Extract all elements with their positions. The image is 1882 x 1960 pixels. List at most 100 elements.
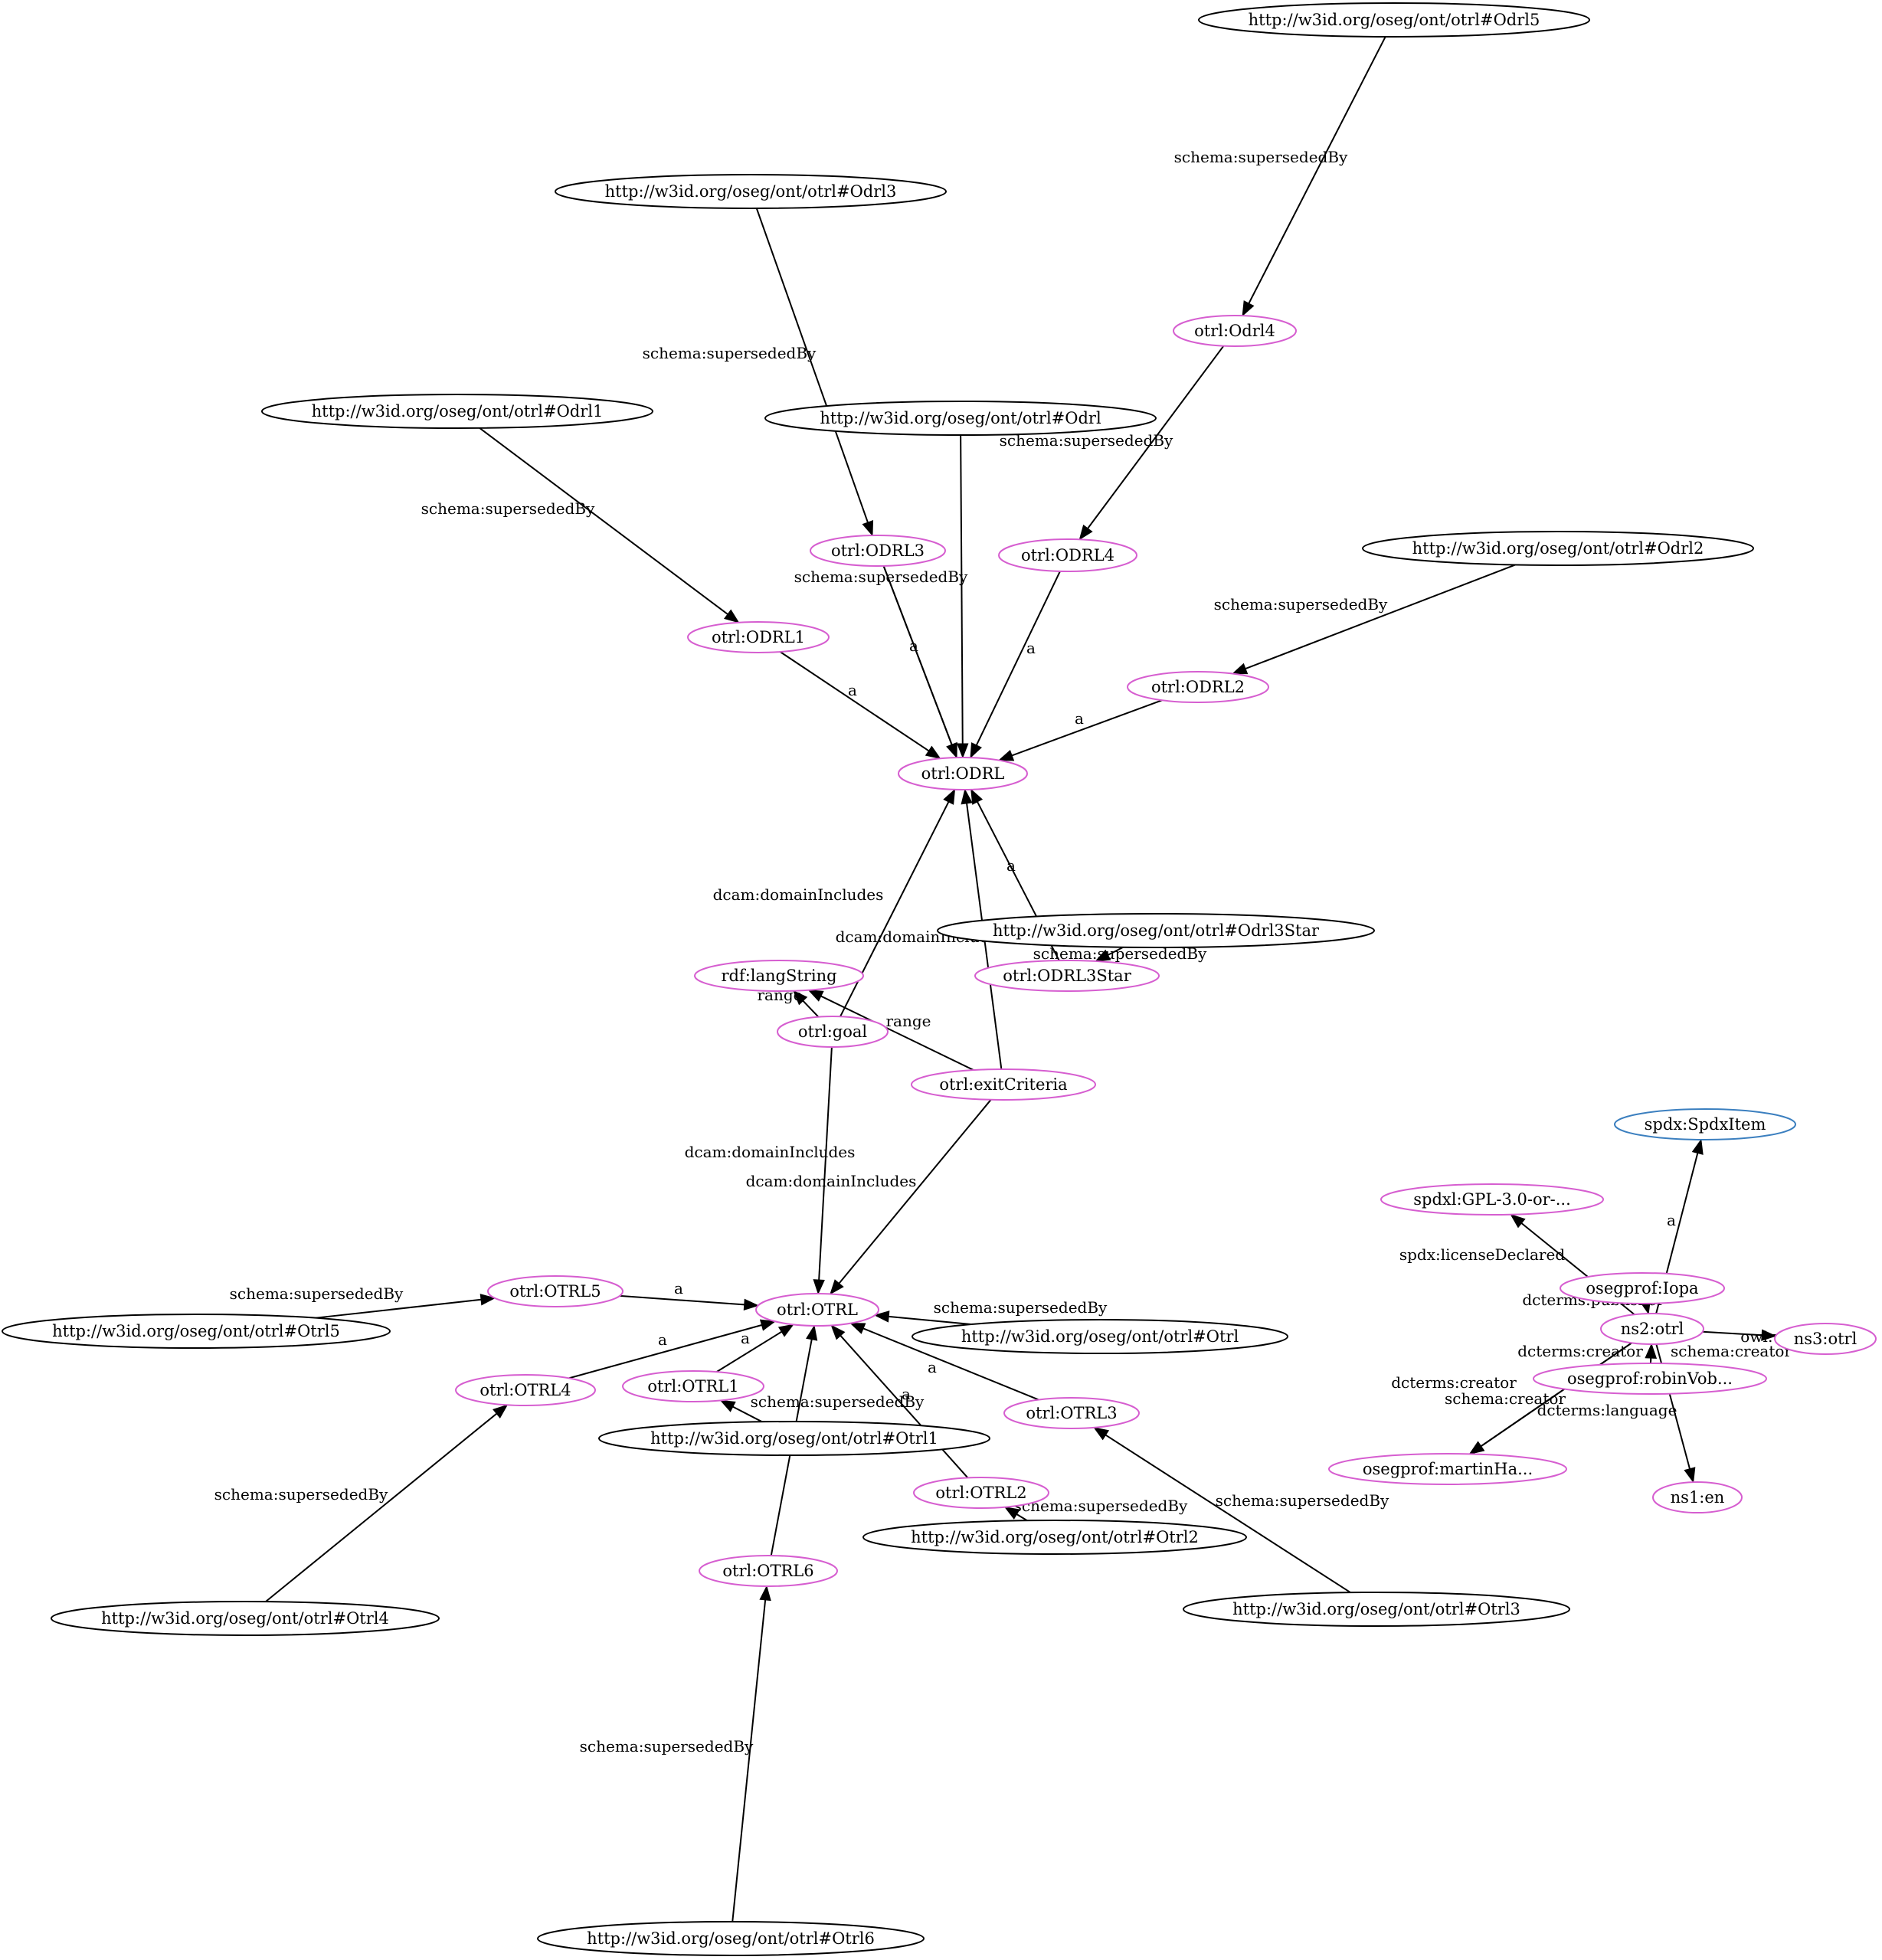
node-odrl3_uri[interactable]: http://w3id.org/oseg/ont/otrl#Odrl3 (555, 174, 947, 209)
arrowhead-icon (792, 990, 808, 1006)
edge-line (1248, 36, 1386, 304)
node-ellipse (687, 621, 830, 653)
edge-line (479, 427, 728, 615)
node-martin[interactable]: osegprof:martinHa... (1328, 1453, 1567, 1485)
node-label: http://w3id.org/oseg/ont/otrl#Otrl1 (650, 1429, 938, 1448)
edge-otrl5_uri-to-OTRL5: schema:supersededBy (230, 1284, 496, 1319)
edge-line (1011, 699, 1163, 757)
edge-ODRL1-to-ODRL: a (779, 651, 941, 760)
node-en[interactable]: ns1:en (1652, 1481, 1743, 1513)
node-otrl5_uri[interactable]: http://w3id.org/oseg/ont/otrl#Otrl5 (2, 1314, 391, 1349)
node-label: otrl:OTRL3 (1026, 1404, 1117, 1422)
node-label: osegprof:robinVob... (1567, 1369, 1733, 1388)
node-ODRL[interactable]: otrl:ODRL (898, 757, 1028, 790)
node-label: osegprof:martinHa... (1363, 1460, 1533, 1478)
node-ellipse (1328, 1453, 1567, 1485)
node-otrl_uri[interactable]: http://w3id.org/oseg/ont/otrl#Otrl (912, 1319, 1288, 1354)
node-otrl4_uri[interactable]: http://w3id.org/oseg/ont/otrl#Otrl4 (51, 1601, 440, 1636)
edge-line (779, 651, 930, 752)
node-ellipse (1127, 671, 1269, 703)
node-label: otrl:OTRL6 (722, 1562, 813, 1580)
node-ODRL3[interactable]: otrl:ODRL3 (810, 535, 946, 567)
node-ellipse (455, 1374, 596, 1406)
edge-OTRL2-to-OTRL: a (830, 1324, 969, 1479)
node-OTRL2[interactable]: otrl:OTRL2 (913, 1477, 1049, 1509)
node-OTRL6[interactable]: otrl:OTRL6 (699, 1555, 838, 1587)
node-label: osegprof:Iopa (1586, 1279, 1698, 1297)
node-ellipse (912, 1319, 1288, 1354)
node-OTRL[interactable]: otrl:OTRL (755, 1293, 879, 1327)
arrowhead-icon (723, 609, 740, 623)
edge-label: a (741, 1329, 750, 1347)
node-robin[interactable]: osegprof:robinVob... (1533, 1363, 1767, 1395)
node-odrl_uri[interactable]: http://w3id.org/oseg/ont/otrl#Odrl (764, 401, 1157, 436)
edge-odrl3_uri-to-ODRL3: schema:supersededBy (643, 208, 874, 537)
node-otrl2_uri[interactable]: http://w3id.org/oseg/ont/otrl#Otrl2 (862, 1520, 1247, 1555)
node-iopa[interactable]: osegprof:Iopa (1560, 1272, 1725, 1304)
edge-label: a (902, 1385, 911, 1403)
node-otrl1_uri[interactable]: http://w3id.org/oseg/ont/otrl#Otrl1 (598, 1421, 990, 1456)
edge-line (802, 1000, 820, 1018)
node-ellipse (1774, 1323, 1877, 1355)
node-ellipse (862, 1520, 1247, 1555)
edge-line (1107, 946, 1124, 956)
edge-line (840, 1335, 969, 1479)
node-label: otrl:ODRL3Star (1003, 967, 1131, 985)
node-label: otrl:goal (798, 1023, 868, 1041)
node-OTRL3[interactable]: otrl:OTRL3 (1003, 1397, 1140, 1429)
node-otrl6_uri[interactable]: http://w3id.org/oseg/ont/otrl#Otrl6 (537, 1921, 925, 1956)
node-odrl1_uri[interactable]: http://w3id.org/oseg/ont/otrl#Odrl1 (261, 394, 653, 429)
node-OTRL4[interactable]: otrl:OTRL4 (455, 1374, 596, 1406)
edge-OTRL4-to-OTRL: a (568, 1319, 777, 1379)
edge-exitCriteria-to-OTRL: dcam:domainIncludes (746, 1099, 992, 1295)
node-label: otrl:OTRL5 (509, 1282, 601, 1301)
node-ellipse (911, 1068, 1096, 1101)
node-ellipse (755, 1293, 879, 1327)
node-otrl3_uri[interactable]: http://w3id.org/oseg/ont/otrl#Otrl3 (1183, 1592, 1570, 1627)
node-OTRL5[interactable]: otrl:OTRL5 (487, 1275, 624, 1307)
node-ODRL2[interactable]: otrl:ODRL2 (1127, 671, 1269, 703)
node-odrl2_uri[interactable]: http://w3id.org/oseg/ont/otrl#Odrl2 (1362, 531, 1754, 566)
node-label: otrl:ODRL2 (1151, 678, 1245, 696)
node-exitCriteria[interactable]: otrl:exitCriteria (911, 1068, 1096, 1101)
node-ellipse (622, 1370, 764, 1402)
edge-label: schema:supersededBy (1174, 148, 1348, 166)
edge-line (820, 995, 974, 1071)
node-label: otrl:ODRL1 (712, 628, 805, 646)
node-odrl3star_uri[interactable]: http://w3id.org/oseg/ont/otrl#Odrl3Star (937, 913, 1375, 948)
node-ellipse (51, 1601, 440, 1636)
arrowhead-icon (1645, 1343, 1657, 1359)
arrowhead-icon (1078, 524, 1093, 541)
edge-ns2otrl-to-martin: schema:creator (1445, 1342, 1632, 1455)
edge-label: dcam:domainIncludes (746, 1172, 917, 1190)
node-label: http://w3id.org/oseg/ont/otrl#Otrl (961, 1327, 1239, 1346)
node-SpdxItem[interactable]: spdx:SpdxItem (1614, 1108, 1796, 1140)
node-ODRL1[interactable]: otrl:ODRL1 (687, 621, 830, 653)
edge-line (1702, 1330, 1763, 1337)
node-ODRL3Star[interactable]: otrl:ODRL3Star (974, 960, 1160, 992)
node-OTRL1[interactable]: otrl:OTRL1 (622, 1370, 764, 1402)
edge-Odrl4-to-ODRL4: schema:supersededBy (1000, 345, 1225, 541)
node-goal[interactable]: otrl:goal (777, 1016, 889, 1048)
node-label: otrl:OTRL2 (935, 1484, 1026, 1502)
node-ns2otrl[interactable]: ns2:otrl (1600, 1313, 1704, 1345)
edge-line (1105, 1434, 1351, 1594)
edge-label: schema:supersededBy (1216, 1491, 1389, 1510)
edge-otrl6_uri-to-OTRL6: schema:supersededBy (580, 1585, 771, 1922)
node-ellipse (1560, 1272, 1725, 1304)
node-gpl[interactable]: spdxl:GPL-3.0-or-... (1380, 1183, 1604, 1216)
node-ns3otrl[interactable]: ns3:otrl (1774, 1323, 1877, 1355)
edge-line (732, 1405, 763, 1423)
node-label: otrl:ODRL4 (1021, 546, 1114, 564)
edge-label: schema:supersededBy (643, 344, 817, 362)
node-ellipse (487, 1275, 624, 1307)
arrowhead-icon (743, 1298, 760, 1310)
arrowhead-icon (1093, 1427, 1110, 1441)
node-langString[interactable]: rdf:langString (694, 960, 864, 992)
node-odrl5_uri[interactable]: http://w3id.org/oseg/ont/otrl#Odrl5 (1198, 2, 1590, 38)
edge-label: schema:supersededBy (751, 1392, 925, 1411)
node-Odrl4[interactable]: otrl:Odrl4 (1173, 315, 1297, 347)
node-ODRL4[interactable]: otrl:ODRL4 (998, 538, 1137, 572)
edge-line (1016, 1513, 1028, 1522)
edge-odrl1_uri-to-ODRL1: schema:supersededBy (421, 427, 740, 623)
